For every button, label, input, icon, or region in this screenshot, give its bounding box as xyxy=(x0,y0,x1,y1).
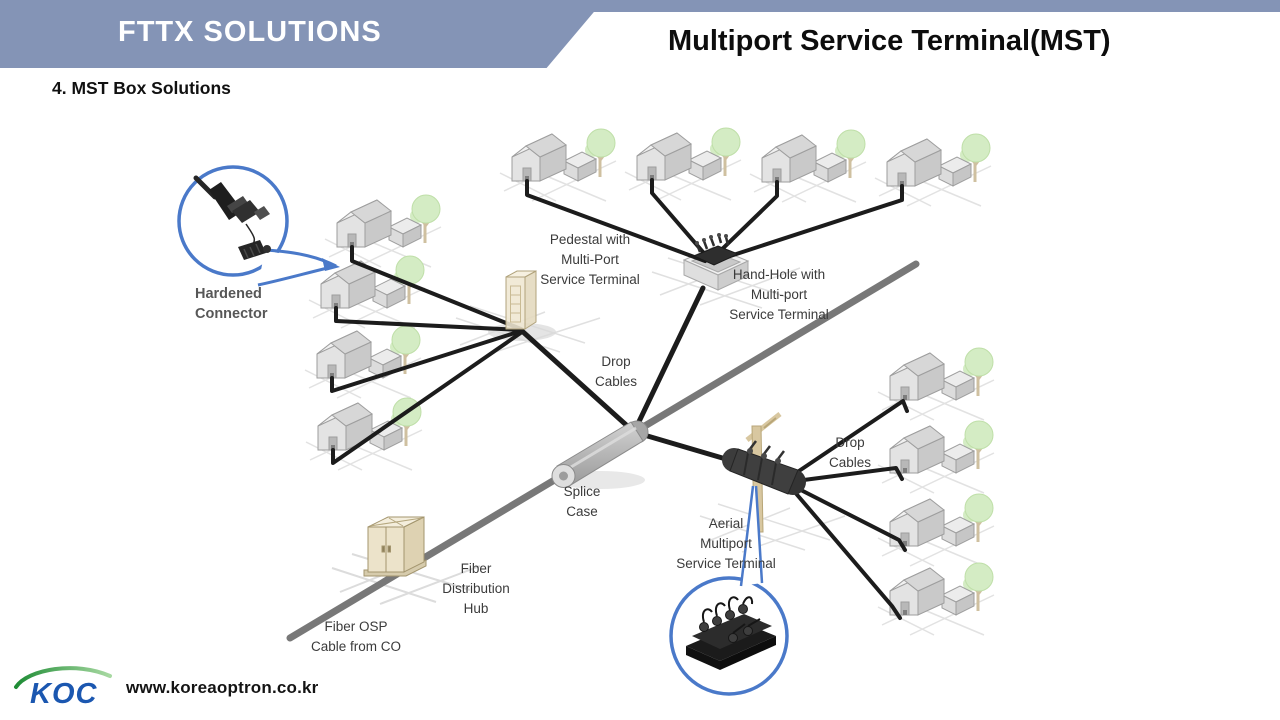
house-cluster xyxy=(323,193,443,269)
fiber-distribution-hub xyxy=(363,516,427,577)
hardened-connector-callout xyxy=(177,165,340,287)
label-splice-case: Splice Case xyxy=(563,484,601,519)
logo-swoosh-icon xyxy=(14,666,112,689)
label-fiber-osp-cable: Fiber OSP Cable from CO xyxy=(310,619,402,654)
house-cluster xyxy=(748,128,868,204)
house-cluster xyxy=(498,127,618,203)
label-hand-hole: Hand-Hole with Multi-port Service Termin… xyxy=(729,267,829,322)
house-cluster xyxy=(623,126,743,202)
logo-text: KOC xyxy=(30,678,98,709)
distribution-tails xyxy=(519,285,739,465)
banner-title: FTTX SOLUTIONS xyxy=(118,16,382,48)
hardened-connector-image xyxy=(193,175,271,260)
pedestal xyxy=(505,270,537,330)
house-cluster xyxy=(303,324,423,400)
aerial-mst xyxy=(722,412,806,533)
hand-hole-mst-device xyxy=(692,233,740,266)
splice-case xyxy=(551,420,649,489)
house-cluster xyxy=(876,561,996,637)
page-title: Multiport Service Terminal(MST) xyxy=(668,25,1111,57)
aerial-mst-callout xyxy=(669,485,789,696)
koc-logo: KOC xyxy=(14,666,112,709)
house-cluster xyxy=(876,492,996,568)
label-hardened-connector: Hardened Connector xyxy=(195,286,268,323)
section-title: 4. MST Box Solutions xyxy=(52,78,231,98)
label-aerial-mst: Aerial Multiport Service Terminal xyxy=(676,516,776,571)
house-cluster xyxy=(876,419,996,495)
label-drop-cables-right: Drop Cables xyxy=(828,435,872,470)
drop-cables xyxy=(330,178,909,620)
header-banner xyxy=(0,0,604,68)
website-url: www.koreaoptron.co.kr xyxy=(126,678,319,697)
mst-box-image xyxy=(686,596,776,670)
label-pedestal: Pedestal with Multi-Port Service Termina… xyxy=(540,232,640,287)
house-cluster xyxy=(304,396,424,472)
label-fiber-distribution-hub: Fiber Distribution Hub xyxy=(442,561,510,616)
house-cluster xyxy=(873,132,993,208)
label-drop-cables-center: Drop Cables xyxy=(594,354,638,389)
house-cluster xyxy=(876,346,996,422)
